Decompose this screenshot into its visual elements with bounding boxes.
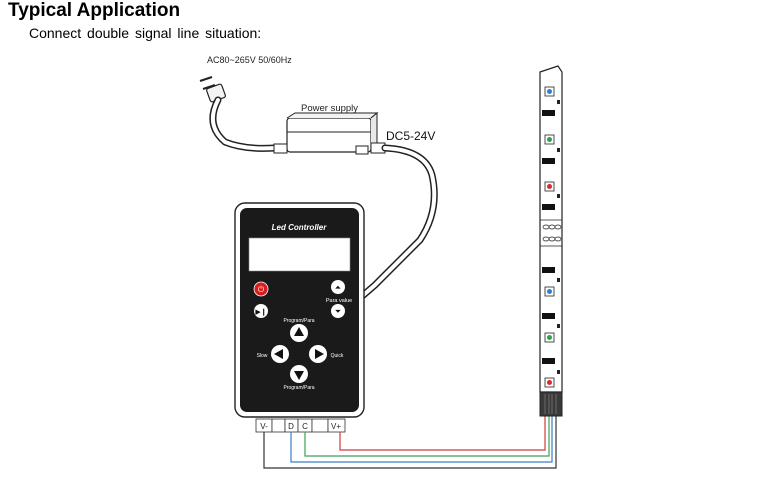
led-green	[547, 137, 552, 142]
strip-chip	[542, 267, 555, 273]
page-heading: Typical Application	[8, 0, 181, 21]
led-blue	[547, 289, 552, 294]
wire-v-minus	[263, 416, 557, 469]
terminal-v-minus: V-	[260, 422, 268, 431]
led-strip	[539, 65, 563, 393]
right-arrow-icon	[315, 349, 324, 359]
dc-cable	[356, 144, 438, 302]
controller-display	[248, 237, 351, 272]
para-value-label: Para value	[326, 298, 352, 304]
led-controller: Led Controller ⏻ ▶❙ ⏶ Para value ⏷ Progr…	[234, 202, 365, 418]
led-blue	[547, 89, 552, 94]
terminal-block: V- D C V+	[255, 418, 346, 433]
wire-clock	[304, 416, 550, 457]
power-button[interactable]	[253, 281, 269, 297]
double-down-icon: ⏷	[334, 307, 341, 316]
controller-title: Led Controller	[272, 223, 328, 232]
para-up-button[interactable]	[331, 280, 345, 294]
slow-label: Slow	[257, 353, 268, 359]
ac-plug	[199, 76, 226, 103]
down-arrow-icon	[294, 371, 304, 380]
mains-voltage-label: AC80~265V 50/60Hz	[207, 55, 292, 65]
program-para-top-label: Program/Para	[283, 318, 314, 324]
strip-chip	[542, 204, 555, 210]
strip-chip	[542, 110, 555, 116]
wire-v-plus	[339, 416, 546, 451]
power-supply	[273, 111, 386, 155]
up-arrow-icon	[294, 327, 304, 336]
left-arrow-icon	[274, 349, 283, 359]
strip-connector	[539, 391, 563, 417]
power-icon: ⏻	[258, 285, 265, 294]
page-subheading: Connect double signal line situation:	[29, 25, 262, 41]
strip-cut-mark	[542, 224, 562, 242]
led-red	[547, 184, 552, 189]
led-green	[547, 335, 552, 340]
terminal-v-plus: V+	[331, 422, 341, 431]
terminal-c: C	[302, 422, 308, 431]
para-down-button[interactable]	[331, 304, 345, 318]
strip-chip	[542, 358, 555, 364]
strip-chip	[542, 313, 555, 319]
program-para-bottom-label: Program/Para	[283, 385, 314, 391]
led-red	[547, 380, 552, 385]
play-pause-button[interactable]	[254, 304, 268, 318]
quick-label: Quick	[331, 353, 344, 359]
play-pause-icon: ▶❙	[255, 308, 266, 316]
double-up-icon: ⏶	[335, 283, 342, 292]
strip-chip	[542, 158, 555, 164]
dc-voltage-label: DC5-24V	[386, 129, 435, 143]
terminal-d: D	[288, 422, 294, 431]
power-supply-label: Power supply	[301, 103, 358, 114]
wire-data	[290, 416, 553, 463]
